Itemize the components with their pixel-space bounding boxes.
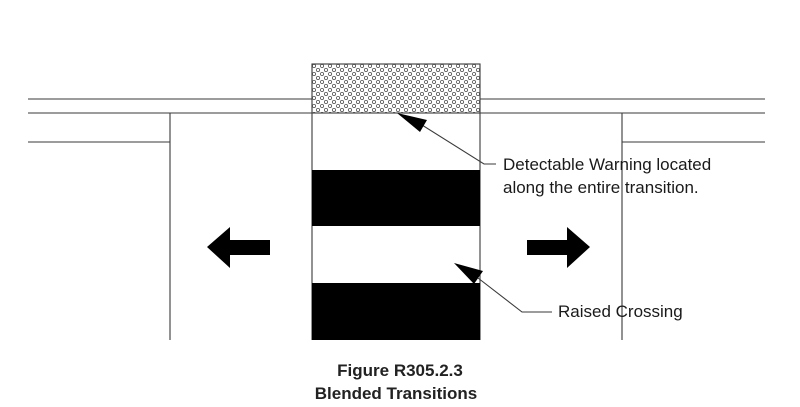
- arrow-right-icon: [527, 227, 590, 268]
- sidewalk-lines: [28, 113, 765, 340]
- detectable-warning-label-line2: along the entire transition.: [503, 178, 699, 197]
- raised-crossing-leader: [454, 263, 552, 313]
- arrow-left-icon: [207, 227, 270, 268]
- crossing-bar-upper: [312, 170, 480, 226]
- figure-number: Figure R305.2.3: [337, 361, 463, 380]
- detectable-warning-pad: [311, 63, 481, 114]
- detectable-warning-leader: [397, 113, 496, 165]
- leader-arrowhead-icon: [454, 263, 483, 284]
- figure-title: Blended Transitions: [315, 384, 477, 403]
- leader-arrowhead-icon: [397, 113, 427, 132]
- raised-crossing-label: Raised Crossing: [558, 302, 683, 321]
- detectable-warning-label-line1: Detectable Warning located: [503, 155, 711, 174]
- crossing-bar-lower: [312, 283, 480, 340]
